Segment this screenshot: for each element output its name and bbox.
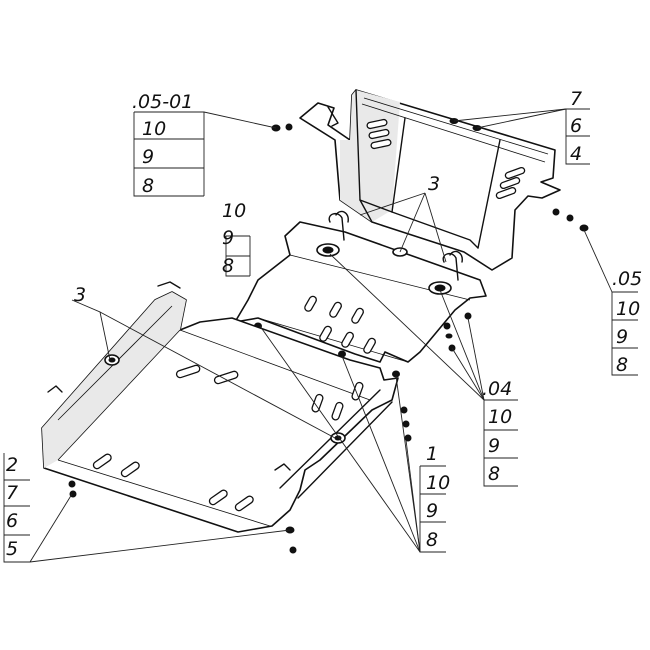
- callout-text: 04: [488, 378, 513, 400]
- callout-9-mid: 9: [222, 227, 235, 249]
- callout-10-right: 10: [616, 298, 641, 320]
- callout-5-ll: 5: [6, 538, 19, 560]
- callout-9-lr: 9: [426, 500, 439, 522]
- callout-7-top: 7: [570, 88, 583, 110]
- callout-8-right: 8: [616, 354, 629, 376]
- callout-05-01: .05-01: [132, 93, 193, 112]
- callout-prefix-dot: .: [132, 91, 139, 113]
- callout-6-ll: 6: [6, 510, 19, 532]
- callout-10-a: 10: [142, 118, 167, 140]
- lower-guard-plate: [41, 281, 399, 533]
- callout-text: 05: [618, 268, 643, 290]
- callout-8-mid: 8: [222, 255, 235, 277]
- callout-3-upper: 3: [428, 173, 441, 195]
- callout-05: .05: [612, 270, 642, 289]
- callout-9-right: 9: [616, 326, 629, 348]
- callout-prefix-dot: .: [482, 378, 489, 400]
- callout-10-lr: 10: [426, 472, 451, 494]
- callout-8-lr: 8: [426, 529, 439, 551]
- callout-7-ll: 7: [6, 482, 19, 504]
- upper-guard-plate: [299, 89, 561, 271]
- callout-9-cr: 9: [488, 435, 501, 457]
- callout-prefix-dot: .: [612, 268, 619, 290]
- callout-1: 1: [426, 443, 439, 465]
- leader-lines: [3, 108, 638, 563]
- callout-8-cr: 8: [488, 463, 501, 485]
- callout-04: .04: [482, 380, 512, 399]
- callout-6-top: 6: [570, 115, 583, 137]
- callout-2: 2: [6, 454, 19, 476]
- callout-4-top: 4: [570, 143, 583, 165]
- callout-3-left: 3: [74, 284, 87, 306]
- callout-9-a: 9: [142, 146, 155, 168]
- callout-text: 05-01: [138, 91, 194, 113]
- bolts: [68, 123, 589, 554]
- callout-8-a: 8: [142, 175, 155, 197]
- callout-10-mid: 10: [222, 200, 247, 222]
- callout-10-cr: 10: [488, 406, 513, 428]
